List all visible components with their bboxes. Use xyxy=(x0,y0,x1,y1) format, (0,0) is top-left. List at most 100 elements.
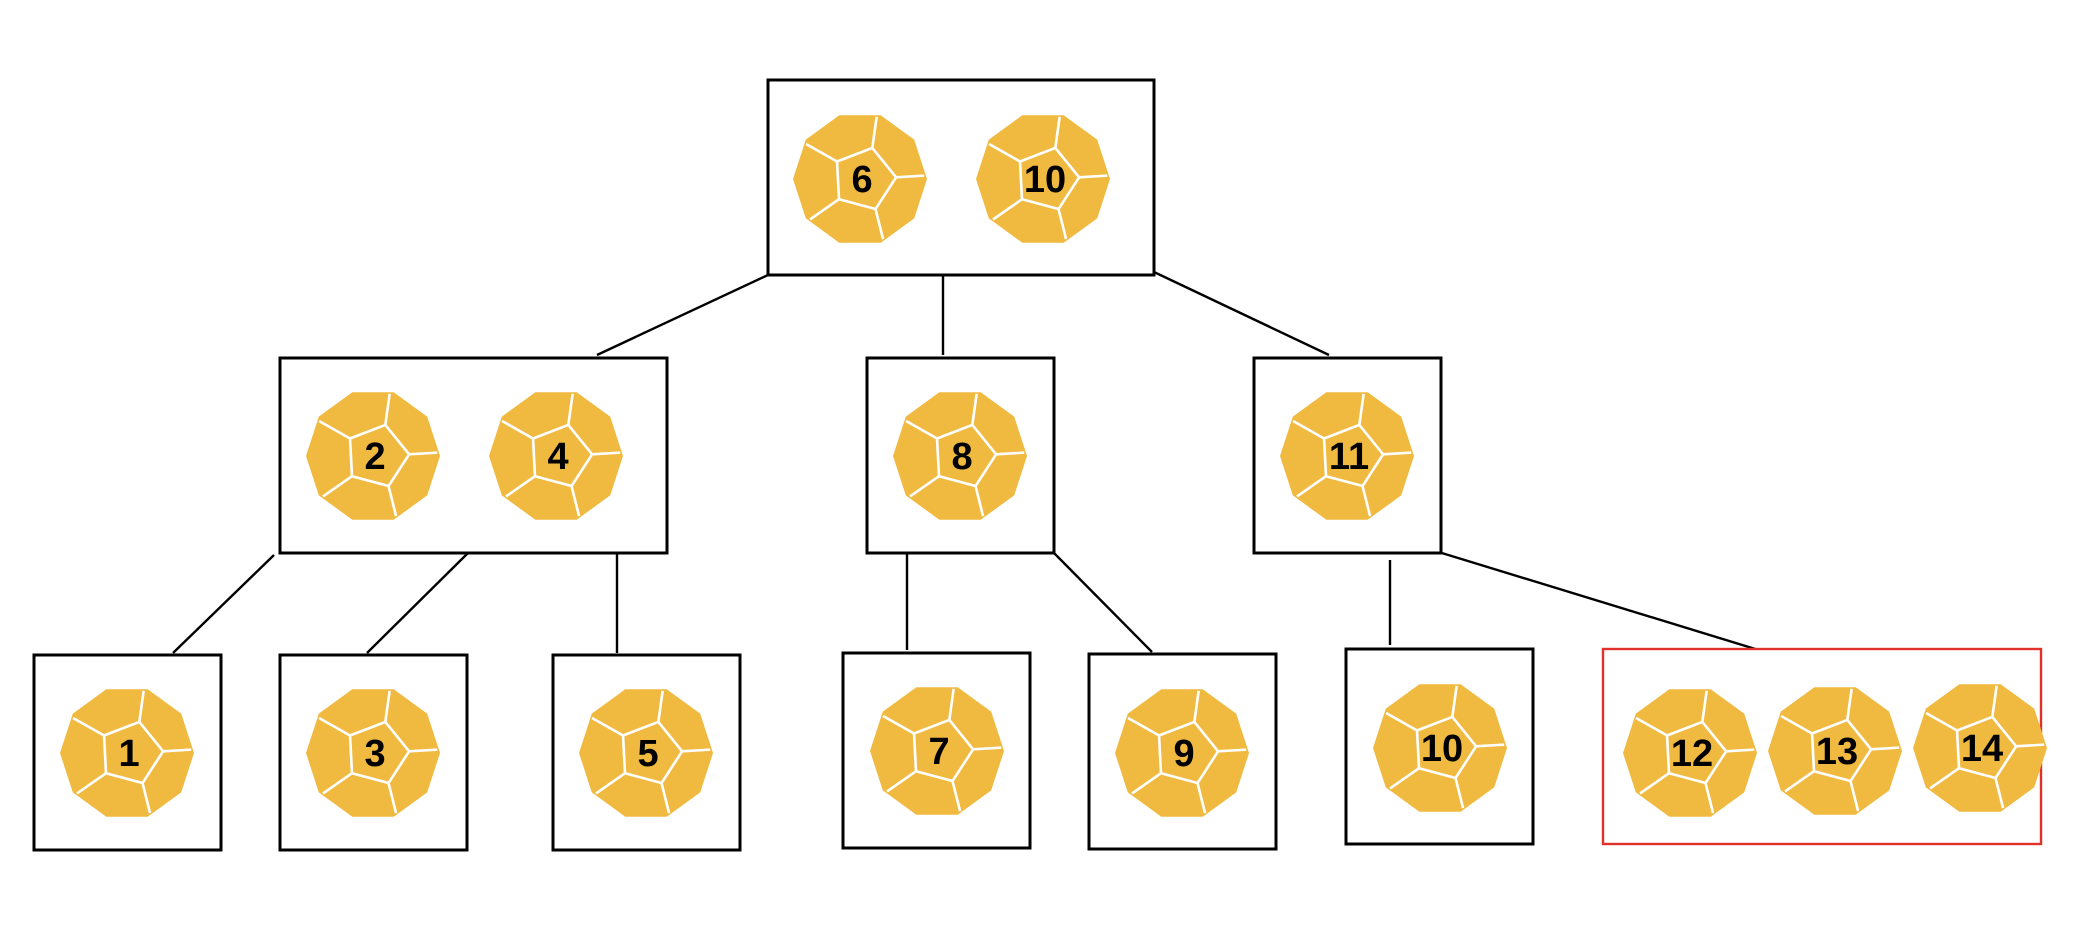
gem-edge-line xyxy=(1127,716,1160,737)
node-key-label: 12 xyxy=(1671,733,1713,775)
gem-edge-line xyxy=(1994,777,2005,809)
gem-edge-line xyxy=(896,174,925,179)
gem-edge-line xyxy=(138,690,145,723)
gem-edge-line xyxy=(1079,174,1108,179)
gem-edge-line xyxy=(409,748,438,753)
gem-edge-line xyxy=(163,748,192,753)
gem-edge-line xyxy=(1780,714,1813,735)
gem-edge-line xyxy=(409,451,438,456)
key-2-gem: 2 xyxy=(306,392,440,520)
gem-edge-line xyxy=(567,393,574,426)
gem-edge-line xyxy=(1476,743,1505,748)
key-4-gem: 4 xyxy=(489,392,623,520)
gem-edge-line xyxy=(1361,485,1372,517)
gem-face-line xyxy=(1018,146,1081,211)
key-1-gem: 1 xyxy=(60,689,194,817)
key-7-gem: 7 xyxy=(870,687,1004,815)
dodecahedron-icon xyxy=(306,392,440,520)
gem-edge-line xyxy=(992,198,1023,221)
key-13-gem: 13 xyxy=(1768,687,1902,815)
gem-edge-line xyxy=(996,451,1025,456)
tree-node-n-9: 9 xyxy=(1087,652,1278,851)
gem-edge-line xyxy=(387,485,398,517)
node-key-label: 7 xyxy=(928,731,949,773)
gem-edge-line xyxy=(1358,393,1365,426)
tree-node-n-7: 7 xyxy=(841,651,1032,850)
gem-edge-line xyxy=(1871,746,1900,751)
gem-edge-line xyxy=(660,782,671,814)
dodecahedron-icon xyxy=(1623,689,1757,817)
dodecahedron-icon xyxy=(976,115,1110,243)
gem-edge-line xyxy=(951,780,962,812)
node-key-label: 13 xyxy=(1816,731,1858,773)
gem-edge-line xyxy=(1451,685,1458,718)
gem-edge-line xyxy=(570,485,581,517)
edge-n-8-to-n-9 xyxy=(1053,552,1153,653)
gem-edge-line xyxy=(1704,782,1715,814)
dodecahedron-icon xyxy=(870,687,1004,815)
node-key-label: 10 xyxy=(1024,159,1066,201)
edges-layer xyxy=(172,270,1789,661)
key-8-gem: 8 xyxy=(893,392,1027,520)
node-key-label: 10 xyxy=(1421,728,1463,770)
gem-face-line xyxy=(1665,720,1728,785)
gem-edge-line xyxy=(905,419,938,440)
node-key-label: 6 xyxy=(851,159,872,201)
gem-edge-line xyxy=(805,142,838,163)
gem-edge-line xyxy=(974,485,985,517)
gem-face-line xyxy=(912,718,975,783)
gem-edge-line xyxy=(1054,116,1061,149)
tree-node-n-3: 3 xyxy=(278,653,469,852)
gem-edge-line xyxy=(384,690,391,723)
dodecahedron-icon xyxy=(579,689,713,817)
gem-face-line xyxy=(1415,715,1478,780)
tree-node-n-10b: 10 xyxy=(1344,647,1535,846)
gem-edge-line xyxy=(1389,767,1420,790)
gem-edge-line xyxy=(948,688,955,721)
edge-root-to-n-11 xyxy=(1153,270,1330,357)
gem-edge-line xyxy=(886,770,917,793)
gem-edge-line xyxy=(1292,419,1325,440)
gem-edge-line xyxy=(322,475,353,498)
gem-edge-line xyxy=(1925,711,1958,732)
gem-face-line xyxy=(348,720,411,785)
key-14-gem: 14 xyxy=(1913,684,2047,812)
node-key-label: 8 xyxy=(951,436,972,478)
gem-face-line xyxy=(1955,715,2018,780)
key-10-gem: 10 xyxy=(976,115,1110,243)
gem-edge-line xyxy=(882,714,915,735)
gem-edge-line xyxy=(1784,770,1815,793)
gem-face-line xyxy=(102,720,165,785)
edge-n-2-4-to-n-3 xyxy=(366,552,469,654)
gem-edge-line xyxy=(971,393,978,426)
gem-edge-line xyxy=(1196,782,1207,814)
gem-edge-line xyxy=(322,772,353,795)
dodecahedron-icon xyxy=(893,392,1027,520)
gem-edge-line xyxy=(1846,688,1853,721)
gem-edge-line xyxy=(1385,711,1418,732)
node-key-label: 4 xyxy=(547,436,568,478)
gem-face-line xyxy=(621,720,684,785)
node-key-label: 2 xyxy=(364,436,385,478)
gem-face-line xyxy=(348,423,411,488)
gem-edge-line xyxy=(809,198,840,221)
node-key-label: 3 xyxy=(364,733,385,775)
gem-edge-line xyxy=(973,746,1002,751)
key-9-gem: 9 xyxy=(1115,689,1249,817)
gem-edge-line xyxy=(1383,451,1412,456)
gem-edge-line xyxy=(1193,690,1200,723)
gem-edge-line xyxy=(1635,716,1668,737)
gem-edge-line xyxy=(1454,777,1465,809)
gem-edge-line xyxy=(988,142,1021,163)
dodecahedron-icon xyxy=(1913,684,2047,812)
gem-face-line xyxy=(1810,718,1873,783)
gem-edge-line xyxy=(76,772,107,795)
tree-node-n-1: 1 xyxy=(32,653,223,852)
edge-n-11-to-n-12-13-14 xyxy=(1431,548,1789,661)
gem-edge-line xyxy=(1929,767,1960,790)
node-key-label: 1 xyxy=(118,733,139,775)
gem-edge-line xyxy=(1296,475,1327,498)
key-5-gem: 5 xyxy=(579,689,713,817)
tree-node-n-12-13-14: 12 13 14 xyxy=(1601,647,2047,846)
